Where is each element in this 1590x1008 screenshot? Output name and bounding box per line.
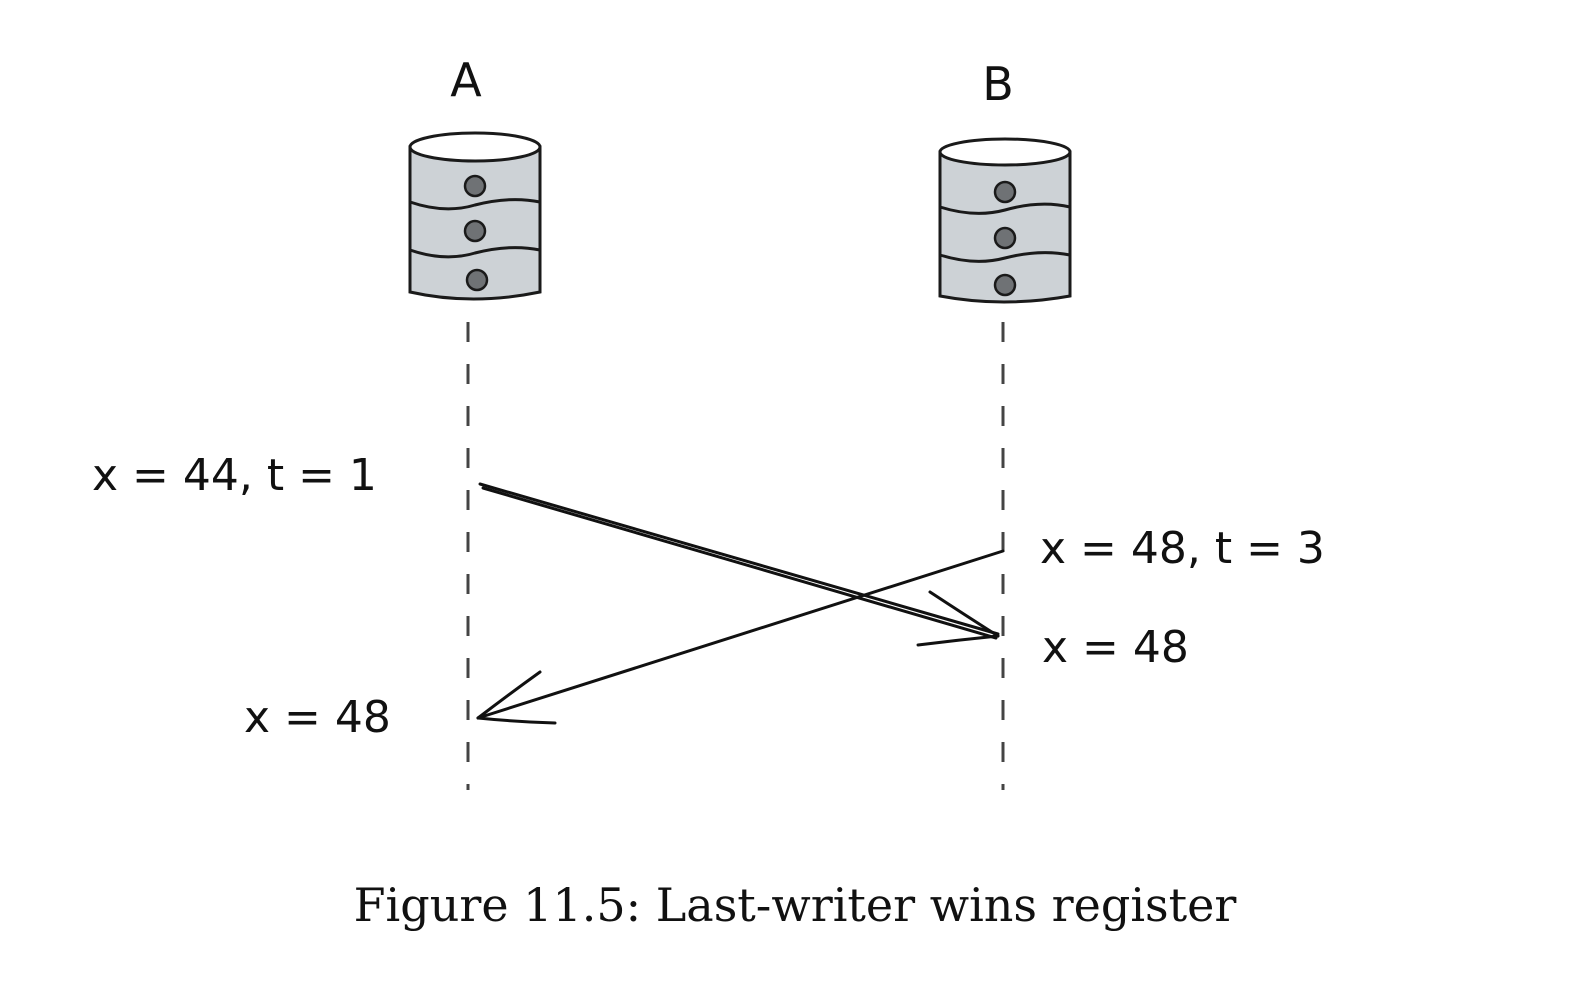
b-result-label: x = 48 — [1042, 622, 1189, 673]
b-write-label: x = 48, t = 3 — [1040, 523, 1325, 574]
message-a-to-b-arrow — [478, 482, 1000, 647]
node-a-label: A — [450, 53, 482, 107]
figure-caption: Figure 11.5: Last-writer wins register — [353, 878, 1237, 932]
database-a-icon — [408, 131, 542, 301]
a-result-label: x = 48 — [244, 692, 391, 743]
message-b-to-a-arrow — [476, 549, 1005, 725]
database-b-icon — [938, 137, 1072, 304]
a-write-label: x = 44, t = 1 — [92, 450, 377, 501]
node-b-label: B — [982, 57, 1014, 111]
